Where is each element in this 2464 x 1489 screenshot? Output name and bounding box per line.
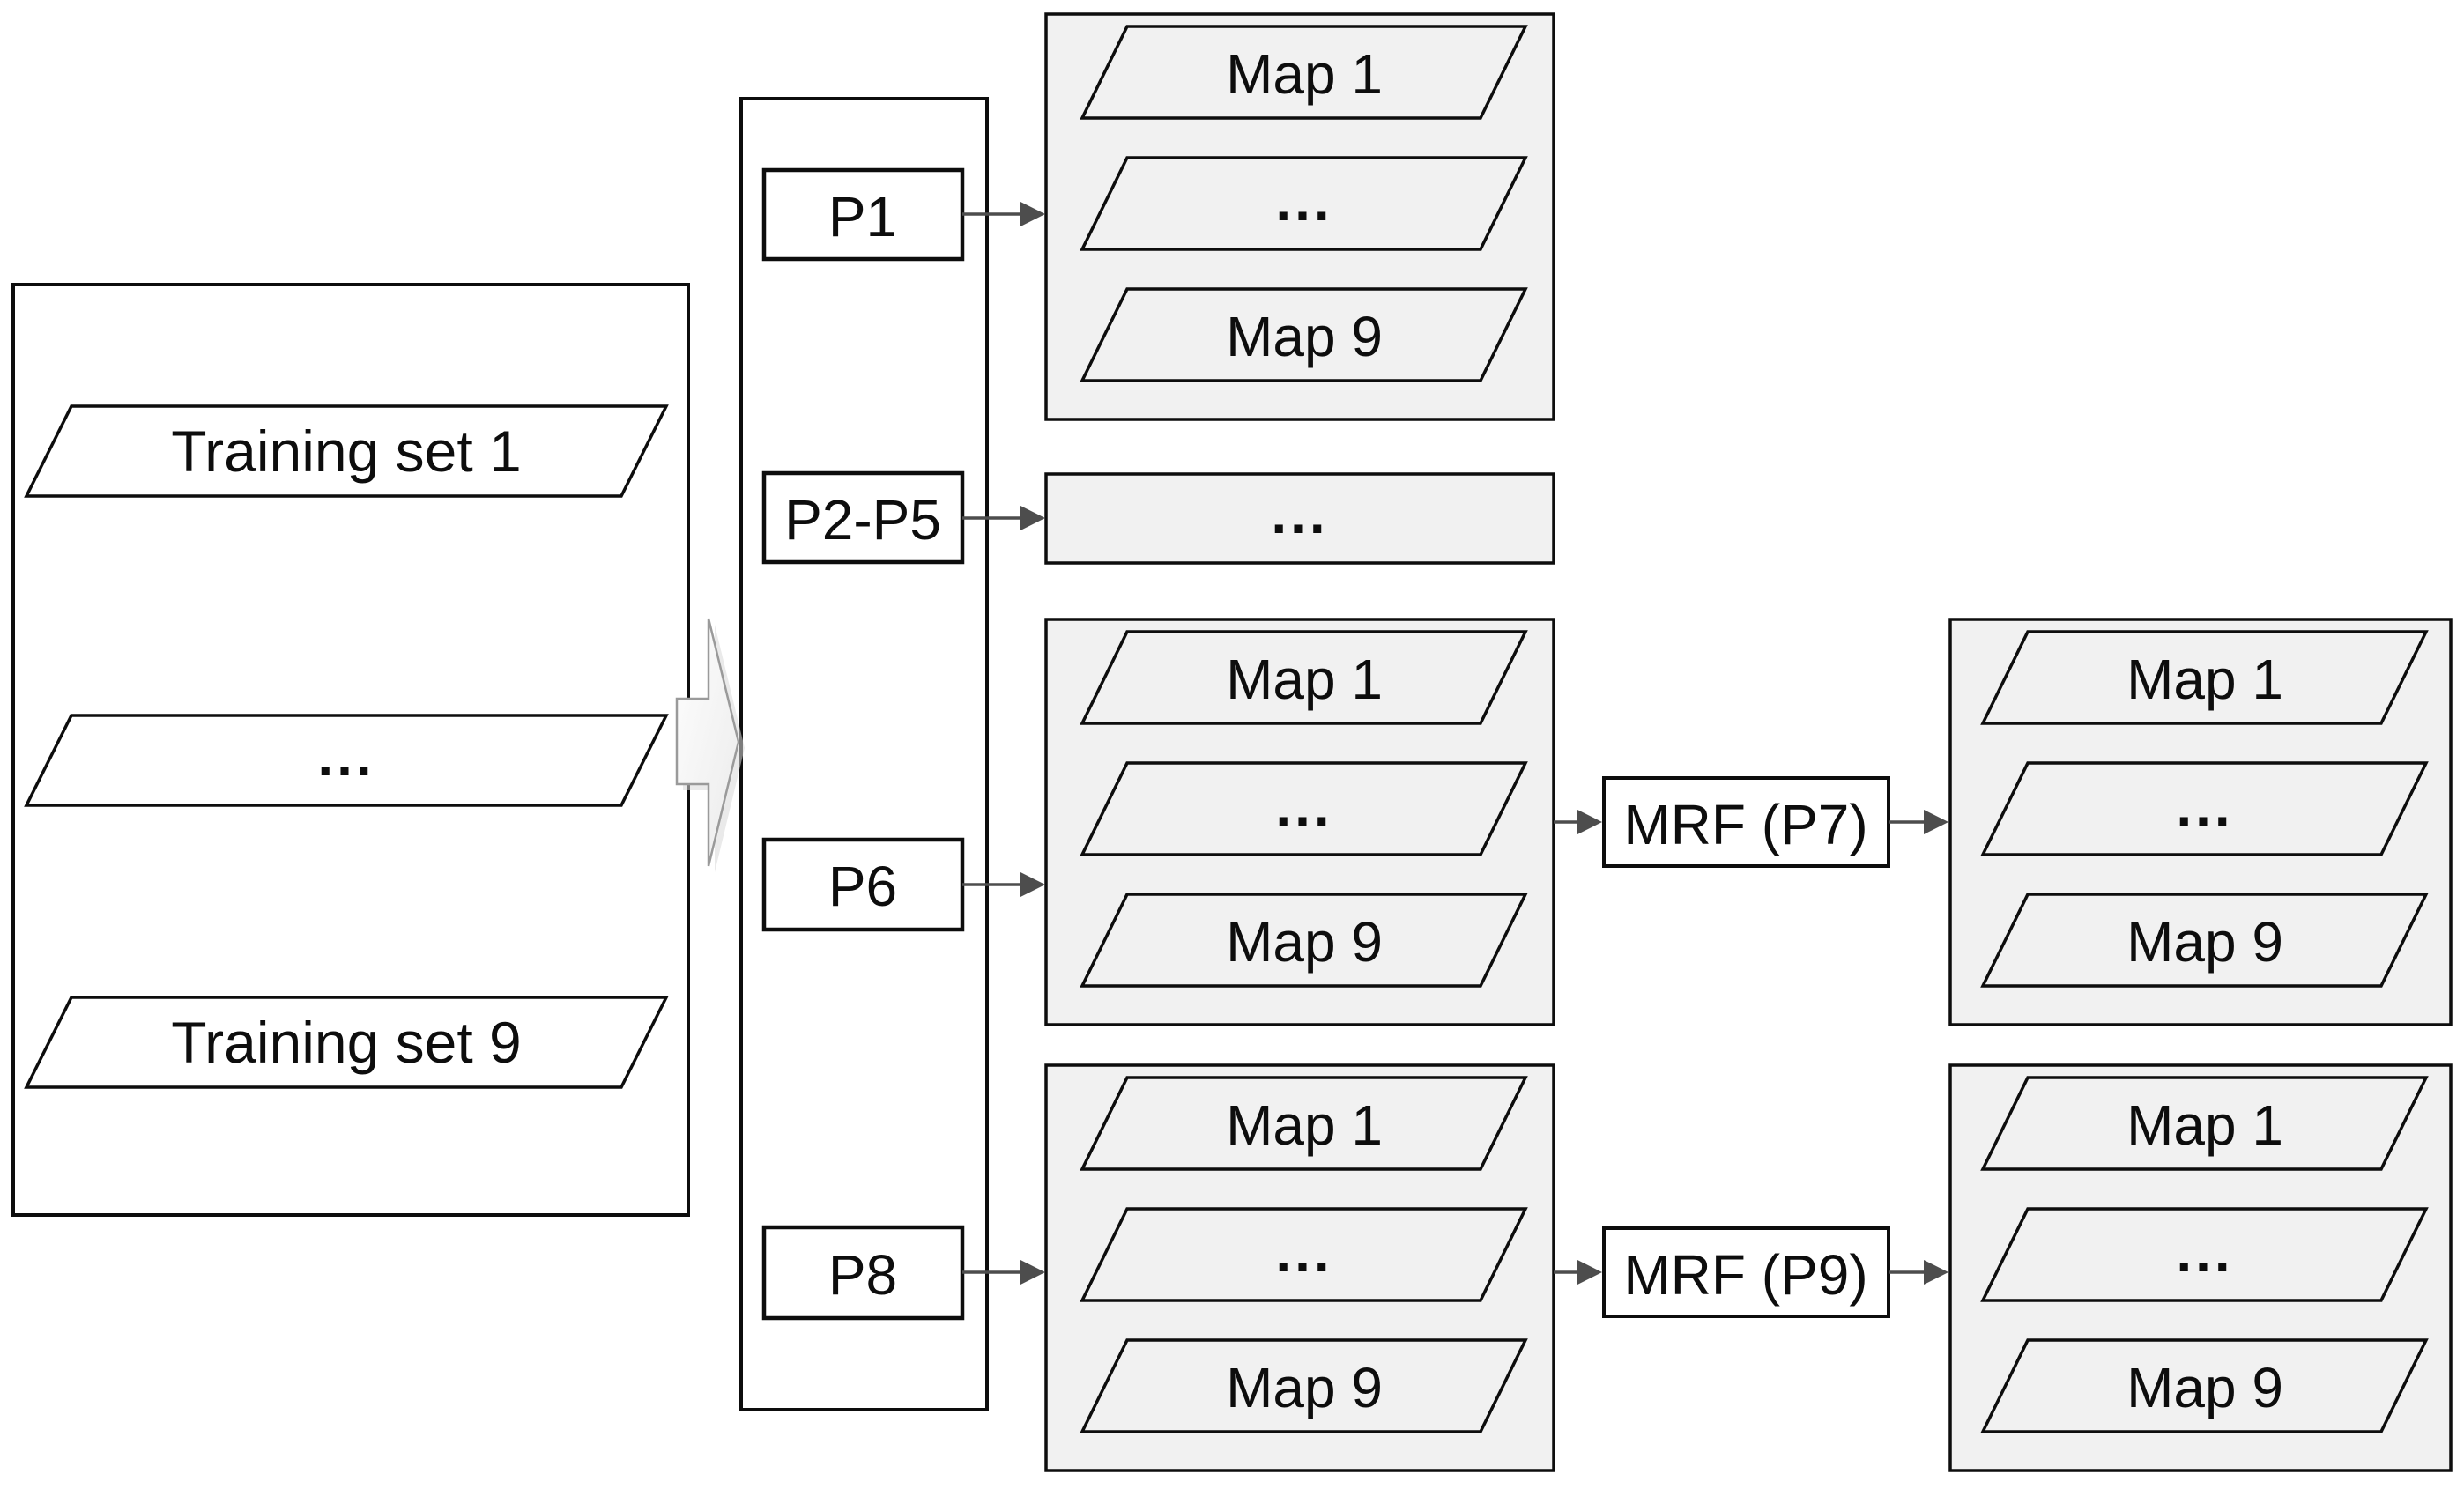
training-set-9-shape: Training set 9 [24, 996, 669, 1089]
process-mrf-p9: MRF (P9) [1602, 1226, 1890, 1318]
map-group-p8-map9-label: Map 9 [1226, 1356, 1383, 1419]
connector-p2p5-to-maps [962, 506, 1045, 530]
connector-p8-to-maps [962, 1260, 1045, 1285]
block-arrow-body [675, 618, 740, 867]
map-group-p8-map1-parallelogram [1080, 1076, 1528, 1171]
map-group-p8-ellipsis-label: ... [1275, 1220, 1332, 1284]
training-set-1-parallelogram [24, 404, 669, 498]
training-set-1-shape: Training set 1 [24, 404, 669, 498]
map-group-p6-map1-parallelogram [1080, 630, 1528, 725]
mrf-p9-label: MRF (P9) [1623, 1243, 1867, 1307]
map-group-p2-p5-ellipsis-label: ... [1271, 482, 1328, 545]
training-set-1-label: Training set 1 [171, 419, 521, 484]
map-group-mrf-p7-map9-parallelogram [1980, 893, 2429, 988]
training-set-9-label: Training set 9 [171, 1010, 521, 1075]
map-group-p1-map1-parallelogram [1080, 25, 1528, 120]
process-column-container [739, 97, 989, 1411]
connector-p8maps-to-mrf-p9 [1554, 1260, 1602, 1285]
map-group-p1-ellipsis-parallelogram [1080, 156, 1528, 251]
map-group-p6-ellipsis-label: ... [1275, 774, 1332, 838]
map-group-p1: Map 1 ... Map 9 [1044, 12, 1555, 421]
map-group-mrf-p7: Map 1 ... Map 9 [1948, 618, 2453, 1026]
connector-mrf-p9-to-maps [1889, 1260, 1948, 1285]
process-p8: P8 [761, 1225, 965, 1321]
map-group-p8-ellipsis-parallelogram [1080, 1207, 1528, 1302]
block-arrow [675, 618, 745, 872]
map-group-mrf-p9-ellipsis-label: ... [2176, 1220, 2233, 1284]
map-group-p1-map9-parallelogram [1080, 287, 1528, 382]
map-group-mrf-p9-map9-label: Map 9 [2126, 1356, 2283, 1419]
p8-box [761, 1225, 965, 1321]
mrf-p7-box [1602, 776, 1890, 868]
map-group-mrf-p9: Map 1 ... Map 9 [1948, 1063, 2453, 1472]
connector-mrf-p7-to-maps [1889, 810, 1948, 834]
process-p2-p5: P2-P5 [761, 470, 965, 565]
map-group-mrf-p9-map9-parallelogram [1980, 1338, 2429, 1433]
p8-label: P8 [828, 1243, 897, 1307]
training-set-ellipsis-shape: ... [24, 714, 669, 807]
map-group-mrf-p9-ellipsis-parallelogram [1980, 1207, 2429, 1302]
p6-box [761, 837, 965, 932]
connector-p6-to-maps [962, 872, 1045, 897]
mrf-p9-box [1602, 1226, 1890, 1318]
map-group-p2-p5-box [1044, 472, 1555, 565]
map-group-p8-map9-parallelogram [1080, 1338, 1528, 1433]
connector-p1-to-maps [962, 202, 1045, 226]
training-set-ellipsis-label: ... [317, 724, 375, 788]
process-p6: P6 [761, 837, 965, 932]
map-group-p6: Map 1 ... Map 9 [1044, 618, 1555, 1026]
map-group-mrf-p9-map1-label: Map 1 [2126, 1093, 2283, 1157]
map-group-p6-map9-parallelogram [1080, 893, 1528, 988]
p6-label: P6 [828, 855, 897, 918]
map-group-mrf-p7-ellipsis-parallelogram [1980, 761, 2429, 856]
map-group-p8-map1-label: Map 1 [1226, 1093, 1383, 1157]
p1-box [761, 167, 965, 262]
connectors [962, 202, 1948, 1285]
map-group-p6-map9-label: Map 9 [1226, 910, 1383, 974]
map-group-p6-map1-label: Map 1 [1226, 648, 1383, 711]
map-group-mrf-p9-map1-parallelogram [1980, 1076, 2429, 1171]
mrf-p7-label: MRF (P7) [1623, 793, 1867, 856]
map-group-mrf-p7-ellipsis-label: ... [2176, 774, 2233, 838]
connector-p6maps-to-mrf-p7 [1554, 810, 1602, 834]
p2-p5-label: P2-P5 [784, 488, 941, 552]
map-group-p2-p5: ... [1044, 472, 1555, 565]
map-group-mrf-p7-map1-label: Map 1 [2126, 648, 2283, 711]
map-group-mrf-p7-map9-label: Map 9 [2126, 910, 2283, 974]
map-group-p1-map9-label: Map 9 [1226, 305, 1383, 368]
training-set-ellipsis-parallelogram [24, 714, 669, 807]
map-group-mrf-p7-map1-parallelogram [1980, 630, 2429, 725]
p1-label: P1 [828, 185, 897, 248]
map-group-p1-map1-label: Map 1 [1226, 42, 1383, 106]
map-group-p8: Map 1 ... Map 9 [1044, 1063, 1555, 1472]
map-group-p6-ellipsis-parallelogram [1080, 761, 1528, 856]
training-set-9-parallelogram [24, 996, 669, 1089]
map-group-p1-ellipsis-label: ... [1275, 169, 1332, 233]
process-p1: P1 [761, 167, 965, 262]
process-mrf-p7: MRF (P7) [1602, 776, 1890, 868]
